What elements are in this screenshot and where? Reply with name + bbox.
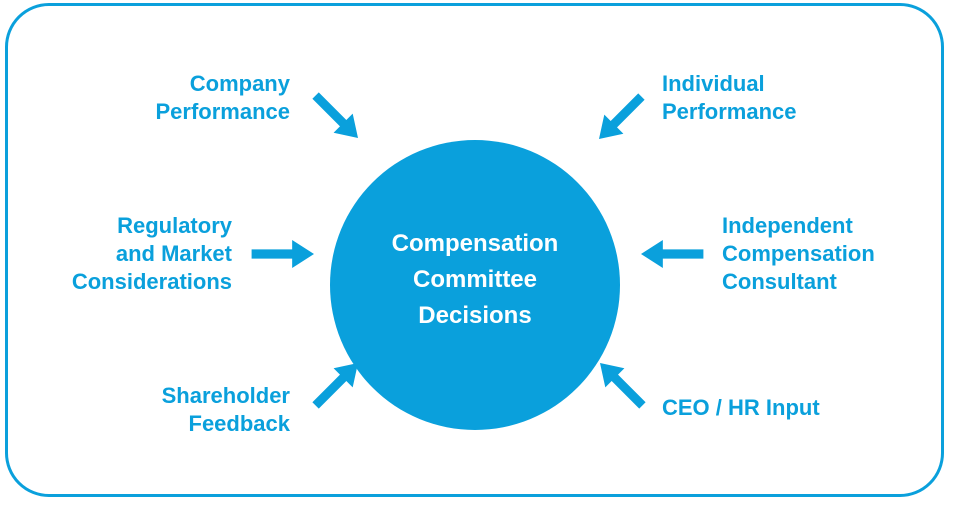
center-label: Compensation Committee Decisions: [391, 230, 559, 329]
arrow-independent-consultant: [641, 239, 704, 269]
label-company-performance: Company Performance: [155, 71, 290, 124]
diagram-frame: [5, 3, 944, 497]
arrow-individual-performance: [589, 87, 651, 149]
arrow-ceo-hr-input: [590, 353, 652, 415]
label-regulatory-market: Regulatory and Market Considerations: [71, 213, 232, 294]
arrow-shareholder-feedback: [306, 353, 368, 415]
label-independent-consultant: Independent Compensation Consultant: [722, 213, 875, 294]
center-circle: Compensation Committee Decisions: [330, 140, 620, 430]
label-shareholder-feedback: Shareholder Feedback: [161, 383, 290, 436]
label-ceo-hr-input: CEO / HR Input: [662, 395, 820, 420]
arrow-company-performance: [306, 86, 368, 148]
arrow-regulatory-market: [251, 239, 314, 269]
label-individual-performance: Individual Performance: [662, 71, 797, 124]
